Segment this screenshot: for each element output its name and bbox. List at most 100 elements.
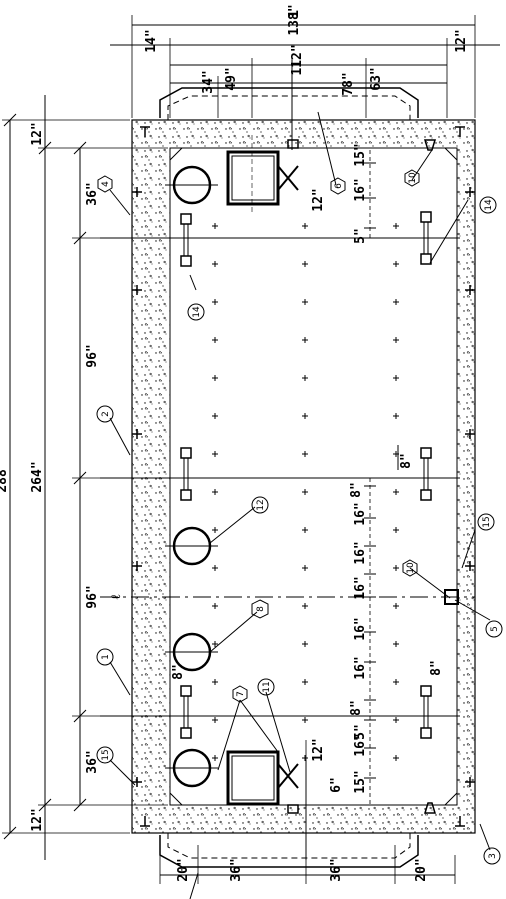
- dim-288: 288": [0, 461, 10, 492]
- dim-36-bottom-b: 36": [329, 858, 344, 881]
- anchor-plus: [302, 375, 308, 381]
- anchor-plus: [393, 527, 399, 533]
- dim-16-inner-a: 16": [353, 502, 368, 525]
- anchor-plus: [302, 641, 308, 647]
- anchor-plus: [302, 261, 308, 267]
- anchor-plus: [393, 413, 399, 419]
- dim-16-inner-top: 16": [353, 178, 368, 201]
- left-dimension-lines: [2, 95, 168, 860]
- dim-63: 63": [369, 67, 384, 90]
- anchor-plus: [393, 641, 399, 647]
- dim-1: 1: [287, 10, 302, 18]
- dim-8-mid: 8": [349, 482, 364, 498]
- svg-text:15: 15: [482, 516, 492, 527]
- anchor-plus: [302, 527, 308, 533]
- anchor-plus: [212, 603, 218, 609]
- anchor-plus: [212, 641, 218, 647]
- callout-leaders: [109, 111, 491, 851]
- tag-12: 12: [251, 496, 269, 514]
- anchor-plus: [212, 451, 218, 457]
- svg-text:5: 5: [490, 626, 500, 632]
- tag-15-left: 15: [96, 746, 114, 764]
- anchor-plus: [302, 489, 308, 495]
- anchor-plus: [212, 299, 218, 305]
- anchor-plus: [212, 261, 218, 267]
- anchor-plus: [393, 299, 399, 305]
- anchor-plus: [393, 223, 399, 229]
- svg-text:8: 8: [256, 606, 266, 612]
- dim-6-inner-low: 6": [329, 777, 344, 793]
- vault-outline-top: [159, 87, 419, 120]
- dim-34: 34": [201, 70, 216, 93]
- anchor-plus: [212, 755, 218, 761]
- anchor-plus: [393, 679, 399, 685]
- tag-4: 4: [97, 175, 113, 193]
- dim-20-bottom-right: 20": [414, 858, 429, 881]
- tag-3: 3: [483, 847, 501, 865]
- anchor-plus: [212, 527, 218, 533]
- dim-12-inner-top: 12": [311, 188, 326, 211]
- anchor-plus: [302, 679, 308, 685]
- anchor-plus: [393, 337, 399, 343]
- svg-text:10: 10: [406, 562, 416, 574]
- dim-78: 78": [341, 72, 356, 95]
- tag-8: 8: [251, 599, 269, 619]
- svg-text:2: 2: [101, 411, 111, 417]
- tag-10-mid: 10: [402, 559, 418, 577]
- tag-15-right: 15: [477, 513, 495, 531]
- hatch-top: [226, 150, 299, 206]
- svg-text:12: 12: [256, 499, 266, 510]
- dim-96-left-bottom: 96": [85, 585, 100, 608]
- vault-outline-bottom: [159, 833, 419, 868]
- svg-text:14: 14: [192, 306, 202, 318]
- hatch-bottom: [226, 750, 299, 806]
- dim-36-bottom-a: 36": [229, 858, 244, 881]
- anchor-plus: [212, 489, 218, 495]
- anchor-plus: [212, 413, 218, 419]
- dim-8-mid-right: 8": [399, 453, 414, 469]
- anchor-plus: [302, 299, 308, 305]
- grid-lines: [100, 60, 475, 717]
- anchor-plus: [393, 717, 399, 723]
- anchor-plus: [393, 603, 399, 609]
- dim-96-left-top: 96": [85, 344, 100, 367]
- dim-12-left-top: 12": [30, 122, 45, 145]
- tag-7: 7: [232, 685, 248, 703]
- dim-138: 138": [287, 4, 302, 35]
- anchor-plus: [393, 261, 399, 267]
- dim-112: 112": [290, 44, 305, 75]
- anchor-plus: [302, 565, 308, 571]
- anchor-plus: [393, 755, 399, 761]
- svg-text:6: 6: [334, 183, 344, 189]
- dim-16-inner-e: 16": [353, 656, 368, 679]
- dim-36-left-bottom: 36": [85, 750, 100, 773]
- anchor-plus: [212, 717, 218, 723]
- concrete-slab: [131, 119, 476, 834]
- dim-8-left-inner: 8": [171, 664, 186, 680]
- tag-5: 5: [485, 620, 503, 638]
- dim-264: 264": [30, 461, 45, 492]
- dim-36-left-top: 36": [85, 182, 100, 205]
- dim-16-inner-b: 16": [353, 541, 368, 564]
- top-dimension-lines: [110, 15, 500, 118]
- inner-dimension-column: [305, 150, 399, 860]
- tag-1: 1: [96, 648, 114, 666]
- svg-text:7: 7: [236, 691, 246, 697]
- dim-14: 14": [144, 29, 159, 52]
- anchor-plus: [302, 223, 308, 229]
- svg-text:11: 11: [262, 681, 272, 692]
- dim-12-inner-low: 12": [311, 738, 326, 761]
- anchor-plus: [212, 565, 218, 571]
- dim-15-inner-low: 15": [353, 770, 368, 793]
- dim-16-inner-c: 16": [353, 576, 368, 599]
- anchor-plus: [212, 337, 218, 343]
- svg-text:3: 3: [488, 853, 498, 859]
- tag-6: 6: [330, 177, 346, 195]
- dim-15-inner-top: 15": [353, 143, 368, 166]
- dim-16-inner-d: 16": [353, 617, 368, 640]
- dim-8-low-right: 8": [429, 660, 444, 676]
- dim-5-inner-low: 5": [353, 724, 368, 740]
- anchor-plus: [212, 223, 218, 229]
- tag-2: 2: [96, 405, 114, 423]
